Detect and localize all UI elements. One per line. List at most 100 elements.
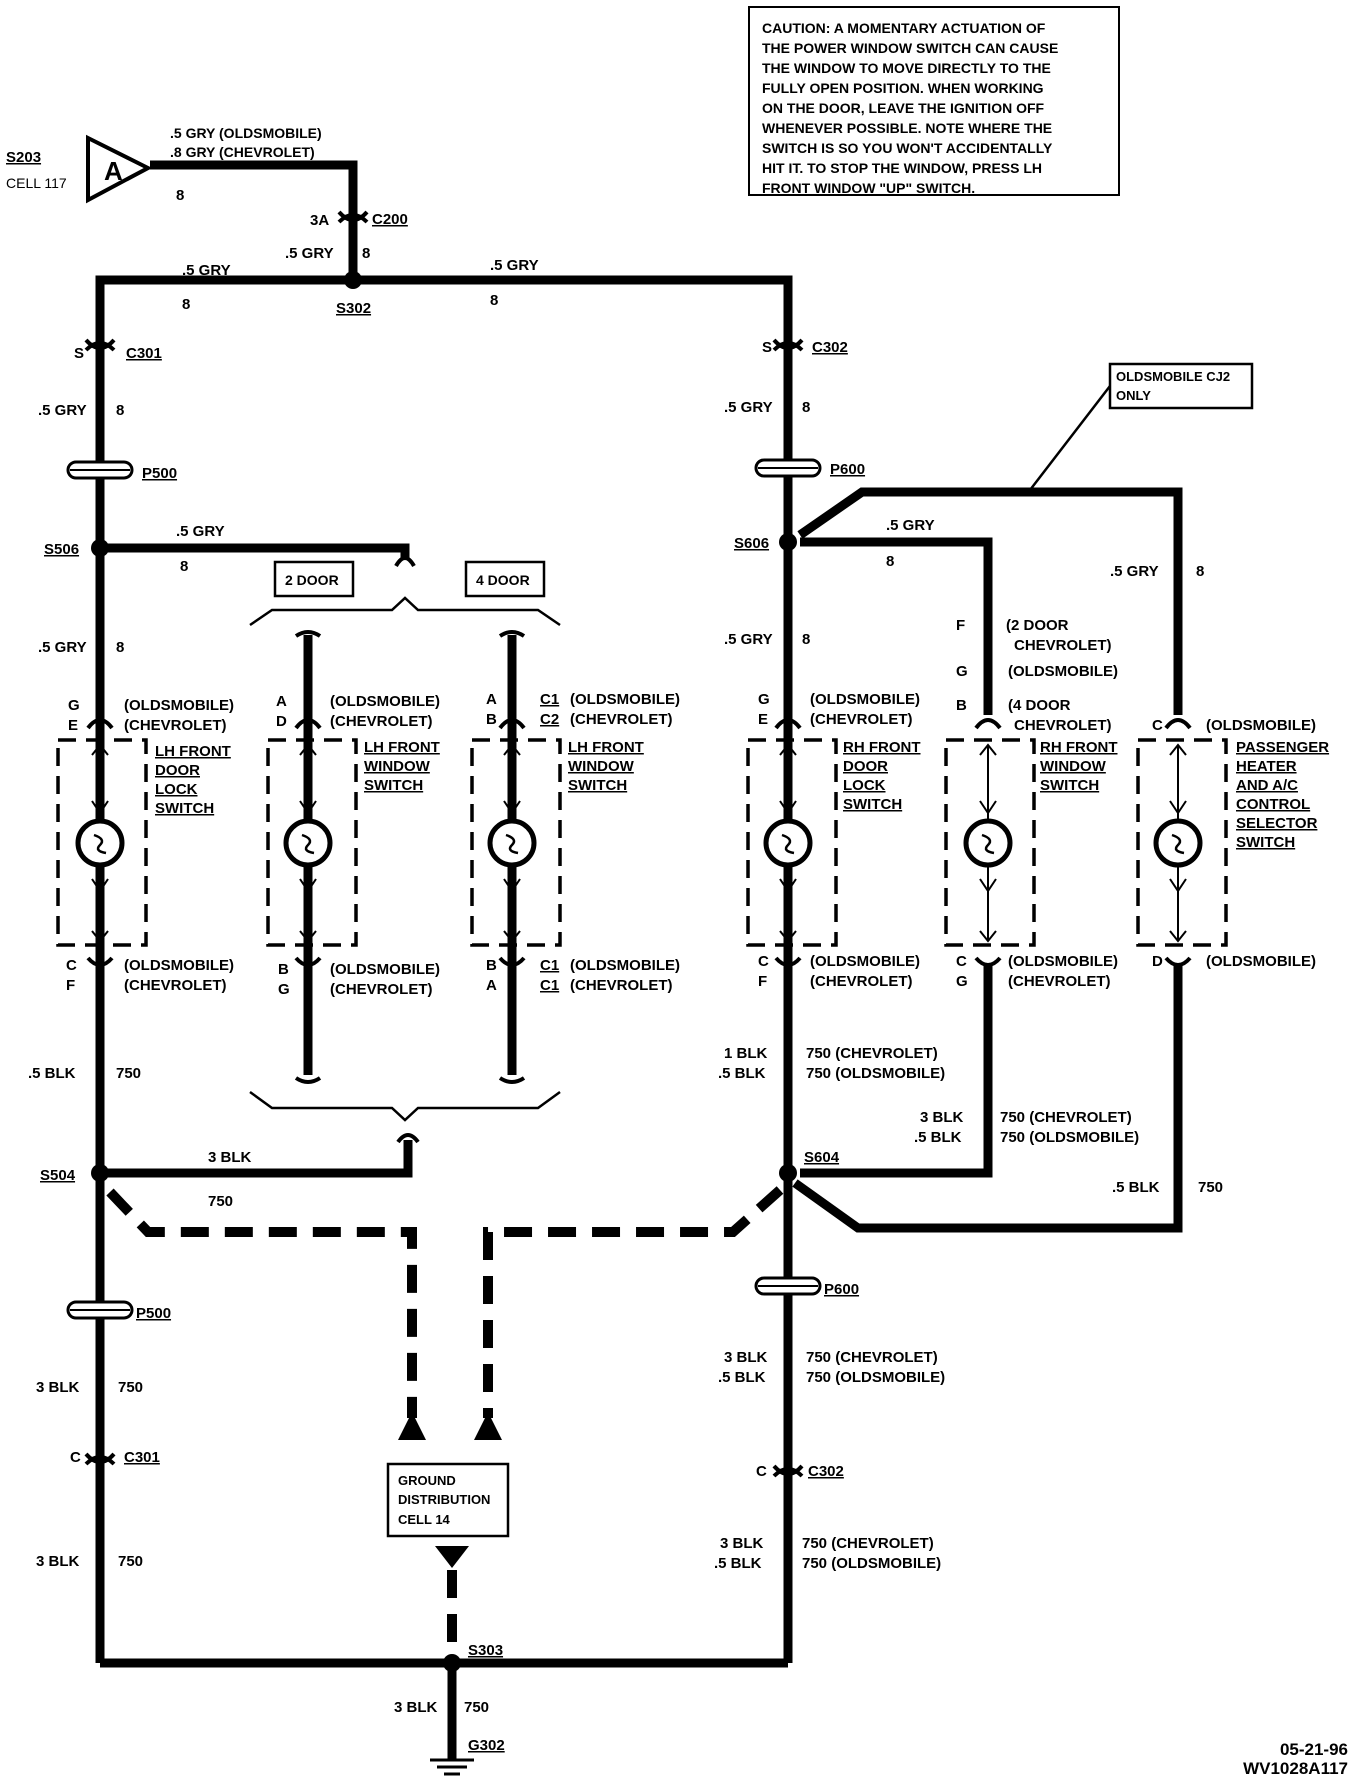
wire-label: .5 GRY [38,639,87,656]
wire-label: 750 (OLDSMOBILE) [806,1065,945,1082]
variant-label: (CHEVROLET) [330,981,433,998]
splices [91,271,797,1672]
switch-label: LH FRONT [364,739,440,756]
wire-rh-window [800,537,993,715]
source-letter: A [104,156,123,186]
switch-label: SELECTOR [1236,815,1318,832]
connector-c301-lower [84,1452,116,1466]
connector-label: C301 [124,1449,160,1466]
splice-s302 [344,271,362,289]
splice-label: S504 [40,1167,76,1184]
switch-label: SWITCH [155,800,214,817]
pin-label: G [956,663,968,680]
caution-line: ON THE DOOR, LEAVE THE IGNITION OFF [762,100,1045,116]
connector-c302 [772,338,804,352]
wire-label: 3 BLK [36,1379,80,1396]
caution-line: SWITCH IS SO YOU WON'T ACCIDENTALLY [762,140,1053,156]
wire-label: 750 (OLDSMOBILE) [1000,1129,1139,1146]
wire-label: .5 GRY [724,631,773,648]
switch-label: RH FRONT [1040,739,1118,756]
pin-label: F [66,977,75,994]
pin-label: B [486,711,497,728]
pin-label: E [68,717,78,734]
wire-label: .5 BLK [714,1555,762,1572]
wire-label: 750 (CHEVROLET) [806,1045,938,1062]
wire-label: .5 GRY (OLDSMOBILE) [170,125,322,141]
wire-label: .5 GRY [182,262,231,279]
caution-line: THE WINDOW TO MOVE DIRECTLY TO THE [762,60,1051,76]
switch-terminals [86,556,1192,1144]
variant-label: (OLDSMOBILE) [570,957,680,974]
ground-label: DISTRIBUTION [398,1492,490,1507]
connector-c301 [84,338,116,352]
circuit-label: 8 [886,553,894,570]
circuit-label: 750 [464,1699,489,1716]
switch-label: SWITCH [843,796,902,813]
pin-label: C [956,953,967,970]
wire-label: 750 (CHEVROLET) [802,1535,934,1552]
wire-label: 3 BLK [920,1109,964,1126]
brace-bottom [249,1090,561,1122]
switch-label: LOCK [843,777,886,794]
text-labels: S203 CELL 117 .5 GRY (OLDSMOBILE) .8 GRY… [6,125,1329,1754]
splice-s506 [91,539,109,557]
plug-p600 [754,458,822,478]
door-variant-boxes: 2 DOOR 4 DOOR [273,560,546,598]
wire-label: .5 GRY [490,257,539,274]
ground-label: GROUND [398,1473,456,1488]
variant-label: (CHEVROLET) [570,711,673,728]
wire-label: 3 BLK [36,1553,80,1570]
lamp-icon [75,743,125,943]
wire-label: .5 BLK [718,1065,766,1082]
connector-label: P600 [824,1281,859,1298]
pin-label: F [758,973,767,990]
switch-label: WINDOW [1040,758,1107,775]
circuit-label: 750 [116,1065,141,1082]
wire-s506-branch [100,543,410,560]
arrow-up-icon [398,1412,426,1440]
variant-label: (CHEVROLET) [810,973,913,990]
switch-label: LH FRONT [155,743,231,760]
pin-label: G [956,973,968,990]
pin-label: F [956,617,965,634]
caution-line: FULLY OPEN POSITION. WHEN WORKING [762,80,1044,96]
wire-label: .5 GRY [1110,563,1159,580]
pin-label: C [758,953,769,970]
pin-label: B [278,961,289,978]
switch-box-rh-door-lock [746,738,838,947]
switch-boxes [56,738,1228,947]
caution-line: HIT IT. TO STOP THE WINDOW, PRESS LH [762,160,1043,176]
pin-label: C1 [540,977,559,994]
variant-label: (CHEVROLET) [1008,973,1111,990]
ground-icon [430,1758,474,1776]
circuit-label: 8 [802,399,810,416]
circuit-label: 750 [118,1379,143,1396]
variant-label: (OLDSMOBILE) [124,957,234,974]
wire-label: 3 BLK [724,1349,768,1366]
splice-label: S203 [6,149,41,166]
wire-label: .5 GRY [176,523,225,540]
switch-box-lh-window-2d [266,738,358,947]
dashed-wire-right [483,1186,784,1418]
wire-heater-ret [792,965,1183,1233]
wire-label: 750 (CHEVROLET) [1000,1109,1132,1126]
switch-box-lh-window-4d [470,738,562,947]
wire-label: .5 BLK [1112,1179,1160,1196]
variant-label: (OLDSMOBILE) [1206,953,1316,970]
pin-label: 3A [310,212,329,229]
circuit-label: 750 [118,1553,143,1570]
wire-label: 3 BLK [720,1535,764,1552]
lamp-icon [283,743,333,943]
connector-label: C302 [812,339,848,356]
variant-label: (OLDSMOBILE) [570,691,680,708]
pin-label: C [1152,717,1163,734]
pin-label: D [276,713,287,730]
cj2-label: ONLY [1116,388,1151,403]
splice-s604 [779,1164,797,1182]
wire-heater [797,487,1183,715]
switch-label: SWITCH [364,777,423,794]
wire-label: .5 BLK [914,1129,962,1146]
pin-label: G [68,697,80,714]
switch-label: RH FRONT [843,739,921,756]
variant-label: (OLDSMOBILE) [124,697,234,714]
